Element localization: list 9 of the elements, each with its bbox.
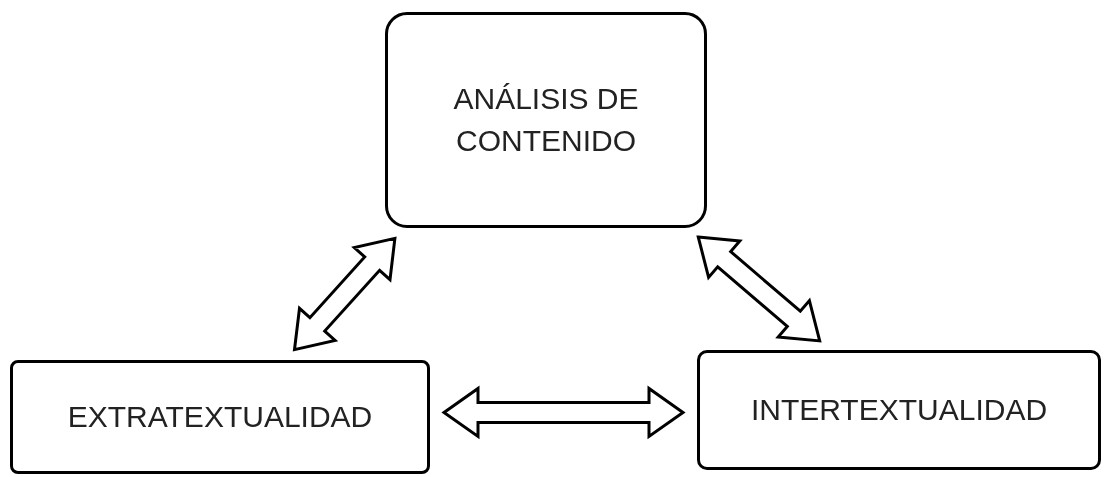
- double-arrow: [441, 385, 686, 440]
- rounded-box: [385, 12, 707, 228]
- rounded-box: [10, 360, 430, 474]
- box-label: INTERTEXTUALIDAD: [750, 392, 1048, 428]
- rounded-box: [697, 350, 1101, 470]
- double-arrow: [696, 235, 822, 343]
- box-label: EXTRATEXTUALIDAD: [67, 399, 373, 435]
- box-label: ANÁLISIS DE CONTENIDO: [452, 81, 640, 159]
- double-arrow: [292, 236, 397, 352]
